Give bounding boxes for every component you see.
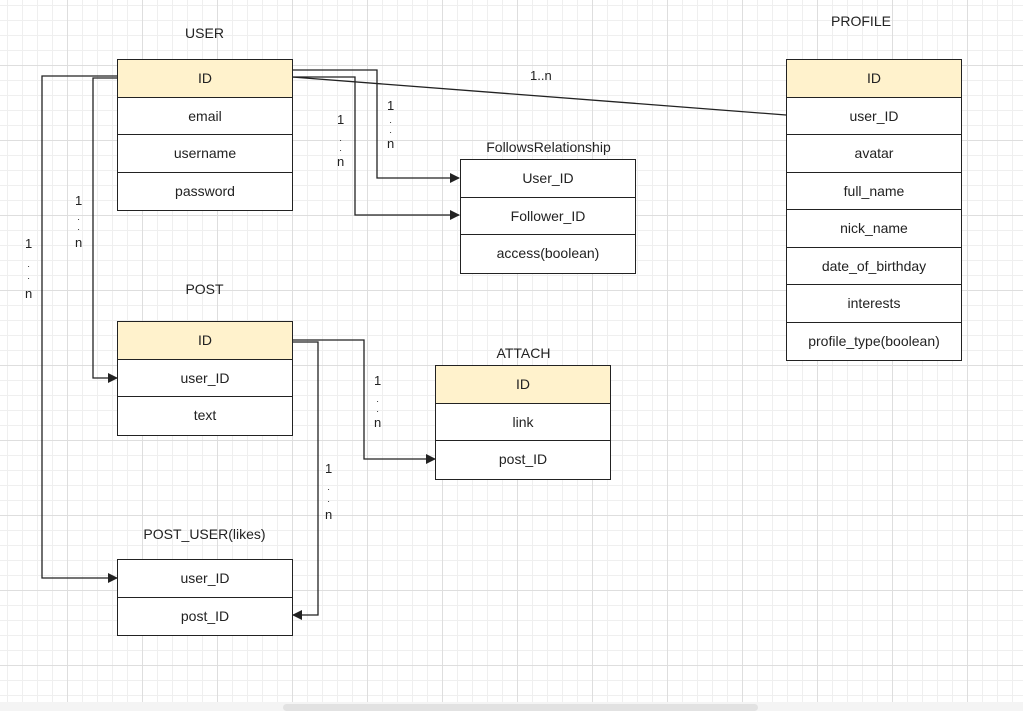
label-one: 1: [25, 236, 33, 251]
user-field-username: username: [118, 135, 292, 173]
label-dot: ·: [389, 117, 393, 127]
profile-field-full-name: full_name: [787, 173, 961, 210]
post-user-field-post-id: post_ID: [180, 607, 230, 624]
label-post-attach-cardinality: 1 · · n: [374, 374, 381, 430]
label-dot: ·: [327, 496, 331, 506]
label-one: 1: [75, 193, 83, 208]
user-field-email: email: [118, 98, 292, 135]
label-dot: ·: [27, 273, 31, 283]
label-n: n: [374, 415, 382, 430]
label-n: n: [325, 507, 333, 522]
label-dot: ·: [376, 406, 380, 416]
follows-field-follower-id: Follower_ID: [461, 198, 635, 235]
follows-field-user-id: User_ID: [461, 160, 635, 198]
label-dot: ·: [327, 484, 331, 494]
label-one: 1: [374, 373, 382, 388]
profile-field-nick-name: nick_name: [787, 210, 961, 248]
profile-field-date-of-birthday: date_of_birthday: [787, 248, 961, 285]
entity-title-user: USER: [185, 25, 224, 41]
label-dot: ·: [376, 396, 380, 406]
post-field-text: text: [193, 407, 217, 423]
edge-user-postuser: [41, 75, 118, 583]
label-one: 1: [325, 461, 333, 476]
user-field-id: ID: [118, 60, 292, 98]
entity-title-post-user: POST_USER(likes): [143, 526, 266, 542]
label-one: 1: [337, 112, 345, 127]
label-dot: ·: [389, 127, 393, 137]
profile-field-id: ID: [787, 60, 961, 98]
edge-post-postuser: [292, 341, 319, 620]
attach-field-link: link: [436, 404, 610, 441]
horizontal-scrollbar[interactable]: [283, 704, 758, 711]
edge-user-follows-followerid: [292, 76, 460, 220]
label-dot: ·: [77, 214, 81, 224]
profile-field-avatar: avatar: [787, 135, 961, 173]
edge-user-profile: [291, 76, 787, 116]
entity-user[interactable]: ID email username password: [117, 59, 293, 211]
label-dot: ·: [339, 135, 343, 145]
entity-profile[interactable]: ID user_ID avatar full_name nick_name da…: [786, 59, 962, 361]
attach-field-id: ID: [436, 366, 610, 404]
profile-field-interests: interests: [787, 285, 961, 323]
edge-post-attach: [292, 339, 436, 464]
label-post-postuser-cardinality: 1 · · n: [325, 462, 332, 522]
label-user-post-cardinality: 1 · · n: [75, 194, 82, 250]
entity-post[interactable]: ID user_ID text: [117, 321, 293, 436]
label-n: n: [387, 136, 395, 151]
entity-attach[interactable]: ID link post_ID: [435, 365, 611, 480]
label-n: n: [337, 154, 345, 169]
label-n: n: [75, 235, 83, 250]
profile-field-profile-type: profile_type(boolean): [808, 332, 940, 349]
user-field-password: password: [175, 182, 235, 199]
post-field-id: ID: [118, 322, 292, 360]
entity-title-post: POST: [185, 281, 224, 297]
label-n: n: [25, 286, 33, 301]
attach-field-post-id: post_ID: [498, 451, 548, 467]
edge-user-follows-userid: [292, 69, 460, 183]
entity-post-user[interactable]: user_ID post_ID: [117, 559, 293, 636]
label-dot: ·: [27, 261, 31, 271]
edge-user-post: [92, 77, 118, 383]
label-one: 1: [387, 98, 395, 113]
label-dot: ·: [77, 224, 81, 234]
entity-title-follows: FollowsRelationship: [486, 139, 611, 155]
label-follows-followerid-cardinality: 1 · · n: [337, 113, 344, 169]
label-dot: ·: [339, 145, 343, 155]
post-field-user-id: user_ID: [118, 360, 292, 397]
entity-follows[interactable]: User_ID Follower_ID access(boolean): [460, 159, 636, 274]
label-follows-userid-cardinality: 1 · · n: [387, 99, 394, 151]
follows-field-access: access(boolean): [496, 245, 600, 261]
post-user-field-user-id: user_ID: [118, 560, 292, 598]
entity-title-profile: PROFILE: [831, 13, 891, 29]
label-user-profile: 1..n: [530, 68, 552, 83]
entity-title-attach: ATTACH: [496, 345, 551, 361]
profile-field-user-id: user_ID: [787, 98, 961, 135]
label-user-postuser-cardinality: 1 · · n: [25, 237, 32, 301]
